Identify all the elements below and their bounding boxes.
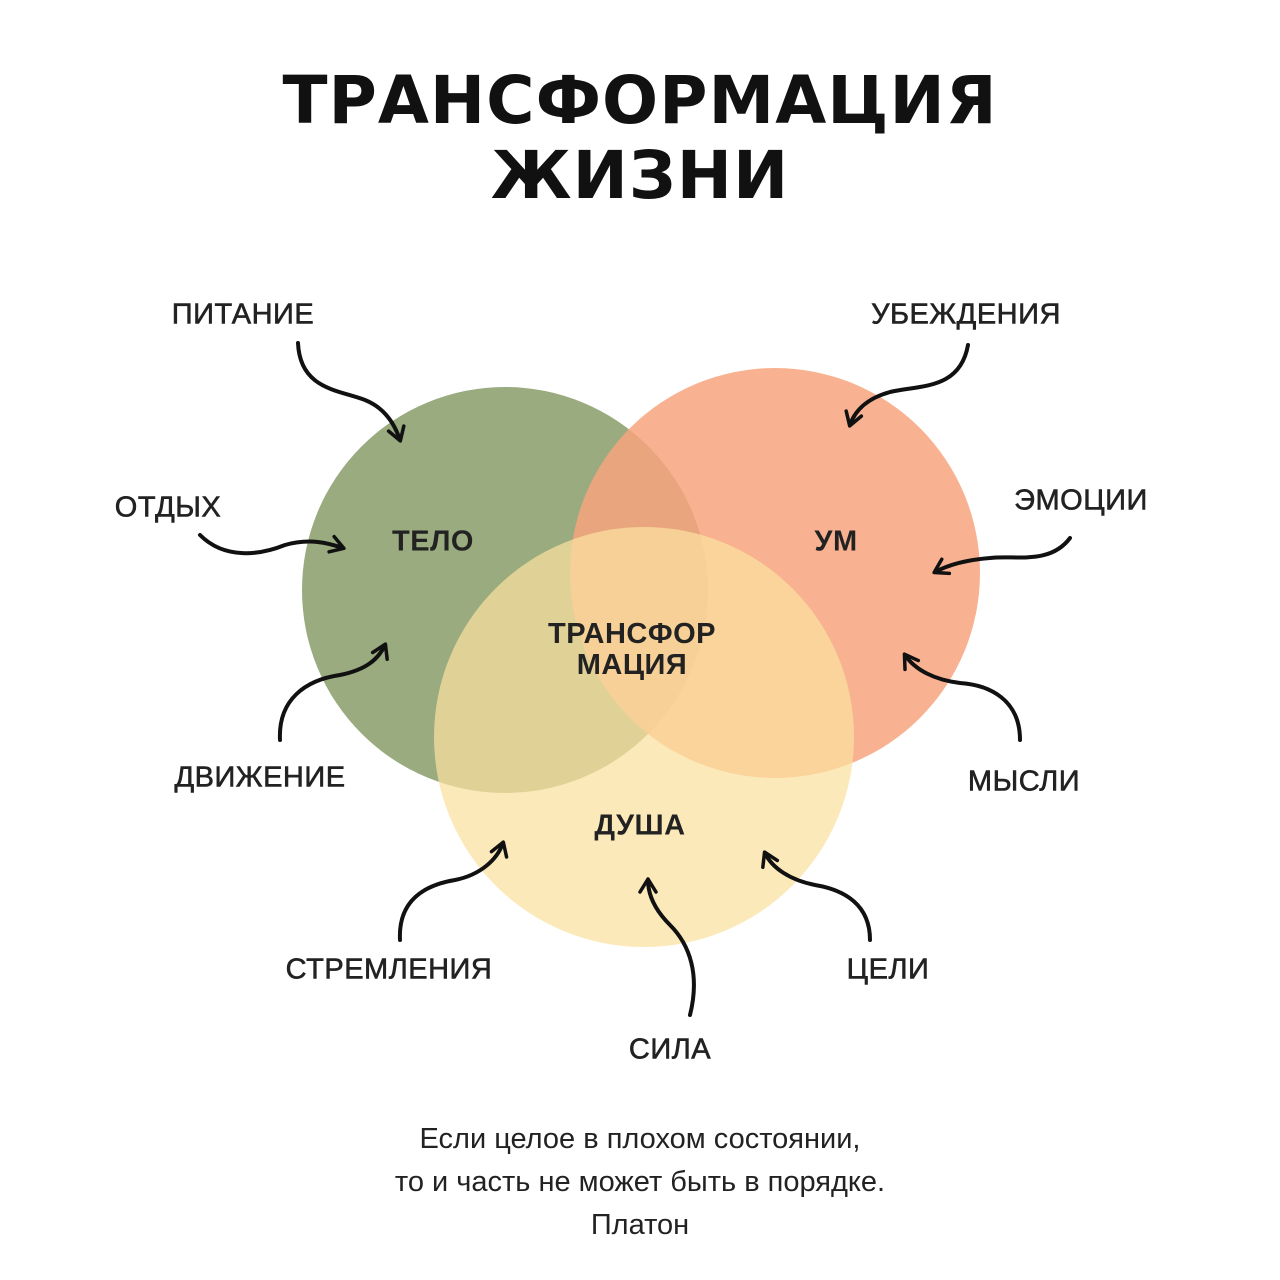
- center-line-2: МАЦИЯ: [576, 649, 688, 681]
- factor-mysli: МЫСЛИ: [967, 765, 1081, 798]
- center-line-1: ТРАНСФОР: [548, 618, 716, 650]
- quote-line-1: Если целое в плохом состоянии,: [419, 1123, 861, 1155]
- arrow-stremleniya: [397, 840, 509, 942]
- arrow-emotsii: [932, 536, 1072, 576]
- factor-dvizhenie: ДВИЖЕНИЕ: [174, 761, 346, 794]
- arrow-pitanie: [296, 341, 406, 443]
- arrow-mysli: [902, 652, 1022, 742]
- factor-ubezhdeniya: УБЕЖДЕНИЯ: [871, 298, 1061, 331]
- factor-tseli: ЦЕЛИ: [846, 953, 930, 986]
- arrow-sila: [638, 877, 696, 1017]
- title-line-2: ЖИЗНИ: [490, 137, 790, 214]
- label-soul: ДУША: [594, 809, 686, 842]
- label-body: ТЕЛО: [392, 525, 474, 558]
- arrow-otdyh: [198, 533, 346, 556]
- factor-sila: СИЛА: [628, 1033, 712, 1066]
- factor-pitanie: ПИТАНИЕ: [171, 298, 315, 331]
- title-line-1: ТРАНСФОРМАЦИЯ: [282, 62, 998, 139]
- label-center: ТРАНСФОР МАЦИЯ: [548, 619, 716, 681]
- label-mind: УМ: [814, 525, 858, 558]
- factor-stremleniya: СТРЕМЛЕНИЯ: [285, 953, 493, 986]
- arrow-dvizhenie: [277, 642, 389, 742]
- factor-emotsii: ЭМОЦИИ: [1014, 484, 1148, 517]
- quote-line-2: то и часть не может быть в порядке.: [394, 1166, 886, 1198]
- factor-otdyh: ОТДЫХ: [114, 491, 222, 524]
- arrow-tseli: [761, 850, 872, 942]
- quote-author: Платон: [590, 1209, 690, 1241]
- circle-soul: [434, 527, 854, 947]
- arrow-ubezhdeniya: [844, 343, 970, 428]
- quote: Если целое в плохом состоянии, то и част…: [0, 1118, 1280, 1247]
